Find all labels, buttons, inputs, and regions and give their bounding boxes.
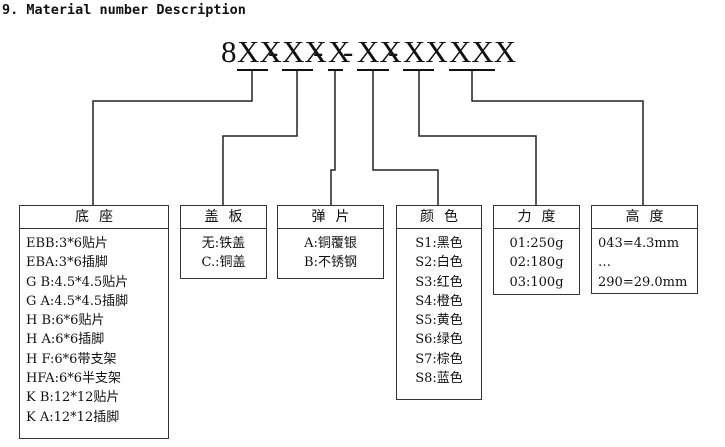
option-row: H B:6*6贴片 [26,313,105,329]
box-force: 力度 01:250g 02:180g 03:100g [493,205,580,295]
box-header: 高度 [592,206,697,229]
option-row: H F:6*6带支架 [26,351,117,367]
option-row: K A:12*12插脚 [26,409,120,425]
segment-underline [449,69,495,71]
segment-underline [282,69,313,71]
code-prefix-8: 8 [221,34,237,69]
option-row: S1:黑色 [415,236,463,251]
code-separator: - [268,34,279,69]
option-row: S8:蓝色 [415,371,463,387]
connector-spring [330,71,336,205]
box-header: 弹片 [278,206,383,229]
connector-cover [222,71,298,205]
box-spring: 弹片 A:铜覆银 B:不锈钢 [277,205,384,279]
option-row: C.:铜盖 [201,255,246,271]
option-row: H A:6*6插脚 [26,332,105,348]
box-body: EBB:3*6贴片 EBA:3*6插脚 G B:4.5*4.5贴片 G A:4.5*4… [20,229,168,427]
option-row: 290=29.0mm [598,274,688,290]
option-row: S4:橙色 [415,293,463,309]
code-segment-cover: XX [282,34,327,69]
box-header: 底座 [20,206,168,229]
option-row: K B:12*12贴片 [26,390,120,406]
box-body: S1:黑色 S2:白色 S3:红色 S4:橙色 S5:黄色 S6:绿色 S7:棕色 S8:蓝色 [397,229,481,388]
box-header: 盖板 [181,206,266,229]
option-row: HFA:6*6半支架 [26,371,122,387]
box-cover: 盖板 无:铁盖 C.:铜盖 [180,205,267,279]
option-row: EBA:3*6插脚 [26,255,108,271]
box-body: 043=4.3mm … 290=29.0mm [592,229,697,292]
code-segment-base: XX [237,34,282,69]
code-separator: - [343,34,354,69]
code-segment-height: XXX [449,34,517,69]
option-row: G A:4.5*4.5插脚 [26,293,129,309]
connector-force [418,71,537,205]
option-row: S6:绿色 [415,332,463,348]
code-separator: - [388,34,399,69]
box-color: 颜色 S1:黑色 S2:白色 S3:红色 S4:橙色 S5:黄色 S6:绿色 S7:棕色 S8… [396,205,482,400]
option-row: S7:棕色 [415,351,463,367]
box-body: 无:铁盖 C.:铜盖 [181,229,266,273]
box-height: 高度 043=4.3mm … 290=29.0mm [591,205,698,294]
box-base: 底座 EBB:3*6贴片 EBA:3*6插脚 G B:4.5*4.5贴片 G A:4.… [19,205,169,439]
option-row: 03:100g [509,274,564,290]
box-body: A:铜覆银 B:不锈钢 [278,229,383,273]
option-row: 043=4.3mm [598,236,680,251]
option-row: G B:4.5*4.5贴片 [26,274,129,290]
connector-color [372,71,439,205]
segment-underline [237,69,268,71]
connector-base [92,71,253,205]
option-row: EBB:3*6贴片 [26,236,109,251]
option-row: 01:250g [509,236,564,251]
option-row: 无:铁盖 [201,236,246,251]
box-header: 力度 [494,206,579,229]
segment-underline [328,69,343,71]
segment-underline [403,69,434,71]
code-segment-force: XX [403,34,448,69]
option-row: A:铜覆银 [304,236,357,251]
option-row: S2:白色 [415,255,463,271]
code-separator: - [313,34,324,69]
connector-height [471,71,644,205]
option-row: 02:180g [509,255,564,271]
option-row: B:不锈钢 [304,255,357,271]
section-title: 9. Material number Description [2,2,246,18]
code-segment-spring: X [328,34,351,69]
option-row: S3:红色 [415,274,463,290]
box-header: 颜色 [397,206,481,229]
option-row: S5:黄色 [415,313,463,329]
segment-underline [357,69,389,71]
code-segment-color: XX [357,34,402,69]
option-row: … [598,255,611,271]
box-body: 01:250g 02:180g 03:100g [494,229,579,292]
